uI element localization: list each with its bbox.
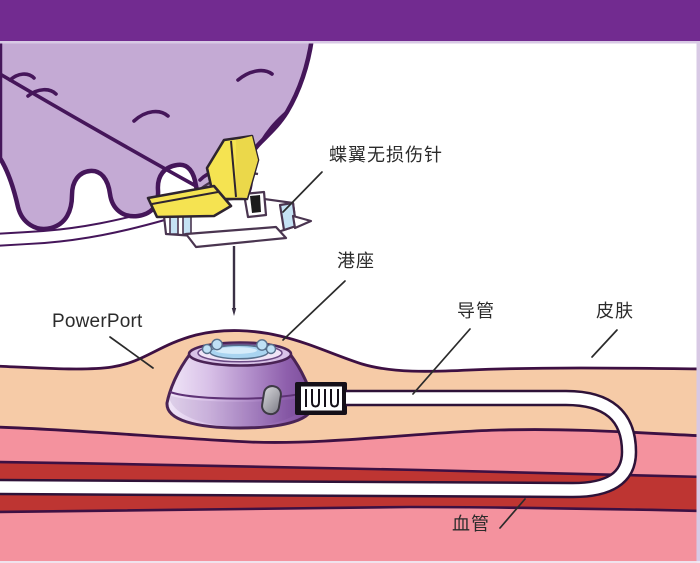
leader-catheter [412, 328, 471, 395]
label-blood-vessel: 血管 [452, 514, 490, 534]
label-butterfly-needle: 蝶翼无损伤针 [329, 145, 443, 165]
label-skin: 皮肤 [596, 301, 634, 321]
leader-port-base [282, 280, 346, 341]
label-catheter: 导管 [457, 301, 495, 321]
right-edge-strip [696, 41, 700, 563]
port-septum-highlight [215, 347, 257, 354]
label-port-base: 港座 [337, 251, 375, 271]
catheter-connector-comb [305, 389, 339, 408]
port-slot [261, 385, 282, 416]
butterfly-wings [146, 134, 260, 219]
glove-creases [0, 68, 289, 188]
top-bar-underline [0, 41, 700, 44]
port-palpation-bump [256, 339, 268, 351]
bottom-edge-strip [0, 561, 700, 563]
leader-lines [109, 171, 618, 529]
catheter-tube [0, 389, 638, 499]
port-palpation-bump [265, 343, 277, 355]
leader-butterfly-needle [282, 171, 323, 213]
top-bar [0, 0, 700, 41]
leader-skin [591, 329, 618, 358]
port-device [165, 338, 347, 430]
infusion-tubing [0, 207, 166, 247]
label-powerport: PowerPort [52, 311, 143, 332]
port-palpation-bump [201, 343, 213, 355]
leader-blood-vessel [499, 498, 526, 529]
port-palpation-bump [211, 338, 223, 351]
leader-powerport [109, 336, 154, 369]
butterfly-needle-assembly [146, 134, 313, 316]
needle [231, 246, 237, 316]
